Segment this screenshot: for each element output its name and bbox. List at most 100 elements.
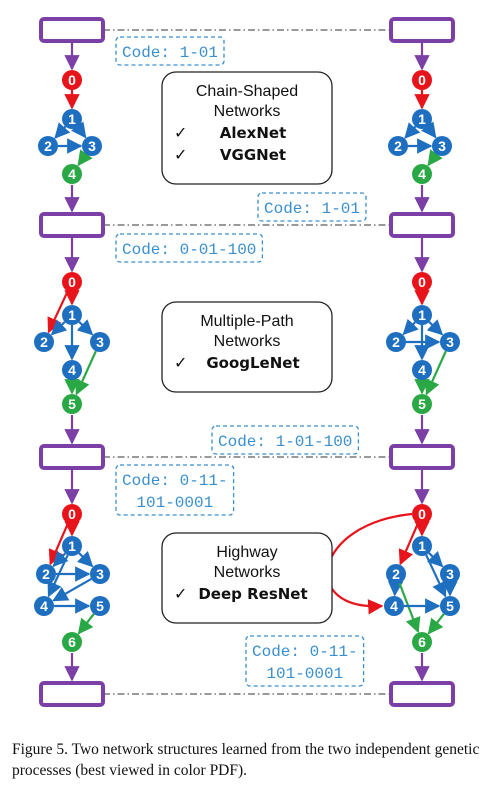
node-label: 1 bbox=[418, 111, 426, 127]
node-label: 1 bbox=[68, 538, 76, 554]
node-label: 0 bbox=[68, 506, 76, 522]
node-0-left-1 bbox=[62, 109, 82, 129]
node-label: 3 bbox=[88, 138, 96, 154]
node-2-right-3 bbox=[440, 564, 460, 584]
node-1-left-4 bbox=[62, 360, 82, 380]
edge-1-2 bbox=[54, 122, 71, 139]
node-1-right-1 bbox=[412, 305, 432, 325]
node-label: 6 bbox=[68, 634, 76, 650]
panel-box bbox=[161, 532, 333, 624]
node-2-left-3 bbox=[90, 564, 110, 584]
code-text: Code: 0-01-100 bbox=[122, 241, 256, 259]
node-1-left-0 bbox=[62, 272, 82, 292]
node-0-right-2 bbox=[388, 136, 408, 156]
node-1-right-0 bbox=[412, 272, 432, 292]
node-label: 3 bbox=[438, 138, 446, 154]
node-2-left-0 bbox=[62, 504, 82, 524]
node-0-left-0 bbox=[62, 70, 82, 90]
node-label: 1 bbox=[68, 111, 76, 127]
code-label-right-2: Code: 0-11-101-0001 bbox=[245, 635, 365, 687]
edge-1-3 bbox=[426, 550, 444, 568]
node-2-left-4 bbox=[34, 596, 54, 616]
edge-5-6 bbox=[77, 613, 95, 635]
node-label: 0 bbox=[418, 506, 426, 522]
pool-box bbox=[39, 444, 105, 470]
edge-2-6 bbox=[398, 582, 421, 634]
node-2-left-6 bbox=[62, 632, 82, 652]
node-1-right-4 bbox=[412, 360, 432, 380]
node-2-left-2 bbox=[36, 564, 56, 584]
connector-layer bbox=[103, 29, 391, 695]
node-2-left-5 bbox=[90, 596, 110, 616]
node-label: 4 bbox=[390, 598, 398, 614]
figure-caption: Figure 5. Two network structures learned… bbox=[12, 741, 480, 779]
edge-1-3 bbox=[421, 121, 437, 139]
node-1-left-3 bbox=[90, 332, 110, 352]
node-1-left-5 bbox=[62, 394, 82, 414]
node-label: 0 bbox=[418, 274, 426, 290]
node-label: 4 bbox=[40, 598, 48, 614]
node-label: 2 bbox=[40, 334, 48, 350]
node-label: 0 bbox=[68, 274, 76, 290]
edge-1-4 bbox=[47, 554, 69, 598]
edge-1-3 bbox=[426, 319, 444, 336]
edge-5-6 bbox=[427, 613, 445, 635]
panel-title: Networks bbox=[214, 333, 281, 350]
node-0-left-2 bbox=[38, 136, 58, 156]
edge-0-2 bbox=[398, 522, 420, 566]
checkmark-icon: ✓ bbox=[174, 145, 187, 164]
node-0-left-3 bbox=[82, 136, 102, 156]
code-label-right-0: Code: 1-01 bbox=[257, 192, 367, 222]
node-label: 3 bbox=[446, 334, 454, 350]
pool-box bbox=[39, 17, 105, 43]
panel-layer: Chain-ShapedNetworks✓AlexNet✓VGGNetMulti… bbox=[161, 71, 333, 624]
node-label: 1 bbox=[418, 538, 426, 554]
edge-0-4 bbox=[326, 512, 413, 615]
panel-item: VGGNet bbox=[220, 146, 286, 164]
edge-1-2 bbox=[52, 550, 69, 568]
pool-box bbox=[39, 681, 105, 707]
node-0-right-3 bbox=[432, 136, 452, 156]
panel-title: Networks bbox=[214, 564, 281, 581]
pool-box-layer bbox=[39, 17, 455, 707]
code-text: Code: 1-01 bbox=[264, 200, 360, 218]
node-2-right-6 bbox=[412, 632, 432, 652]
code-label-left-1: Code: 0-01-100 bbox=[115, 233, 264, 263]
checkmark-icon: ✓ bbox=[174, 584, 187, 603]
node-1-right-5 bbox=[412, 394, 432, 414]
panel-title: Chain-Shaped bbox=[196, 83, 298, 100]
edge-3-4 bbox=[52, 578, 92, 602]
panel-item: Deep ResNet bbox=[198, 585, 307, 603]
edge-1-2 bbox=[50, 319, 68, 336]
edge-layer bbox=[47, 43, 458, 682]
edge-1-3 bbox=[76, 550, 94, 568]
panel-title: Networks bbox=[214, 103, 281, 120]
code-text: 101-0001 bbox=[136, 494, 213, 512]
node-1-right-2 bbox=[386, 332, 406, 352]
edge-2-4 bbox=[387, 580, 404, 597]
node-label: 4 bbox=[68, 166, 76, 182]
edge-3-4 bbox=[77, 149, 93, 167]
checkmark-icon: ✓ bbox=[174, 353, 187, 372]
edge-1-5 bbox=[425, 554, 447, 598]
node-2-left-1 bbox=[62, 536, 82, 556]
node-label: 5 bbox=[96, 598, 104, 614]
node-label: 4 bbox=[418, 362, 426, 378]
node-0-left-4 bbox=[62, 164, 82, 184]
node-label: 2 bbox=[392, 334, 400, 350]
code-box bbox=[115, 464, 235, 516]
code-label-right-1: Code: 1-01-100 bbox=[211, 425, 360, 455]
code-text: Code: 1-01-100 bbox=[218, 433, 352, 451]
node-1-right-3 bbox=[440, 332, 460, 352]
node-label: 2 bbox=[394, 138, 402, 154]
node-0-right-4 bbox=[412, 164, 432, 184]
edge-3-5 bbox=[425, 350, 447, 396]
code-box bbox=[257, 192, 367, 222]
edge-3-4 bbox=[427, 149, 443, 167]
node-label: 1 bbox=[68, 307, 76, 323]
node-label: 2 bbox=[42, 566, 50, 582]
code-box bbox=[211, 425, 360, 455]
panel-title: Multiple-Path bbox=[200, 313, 293, 330]
